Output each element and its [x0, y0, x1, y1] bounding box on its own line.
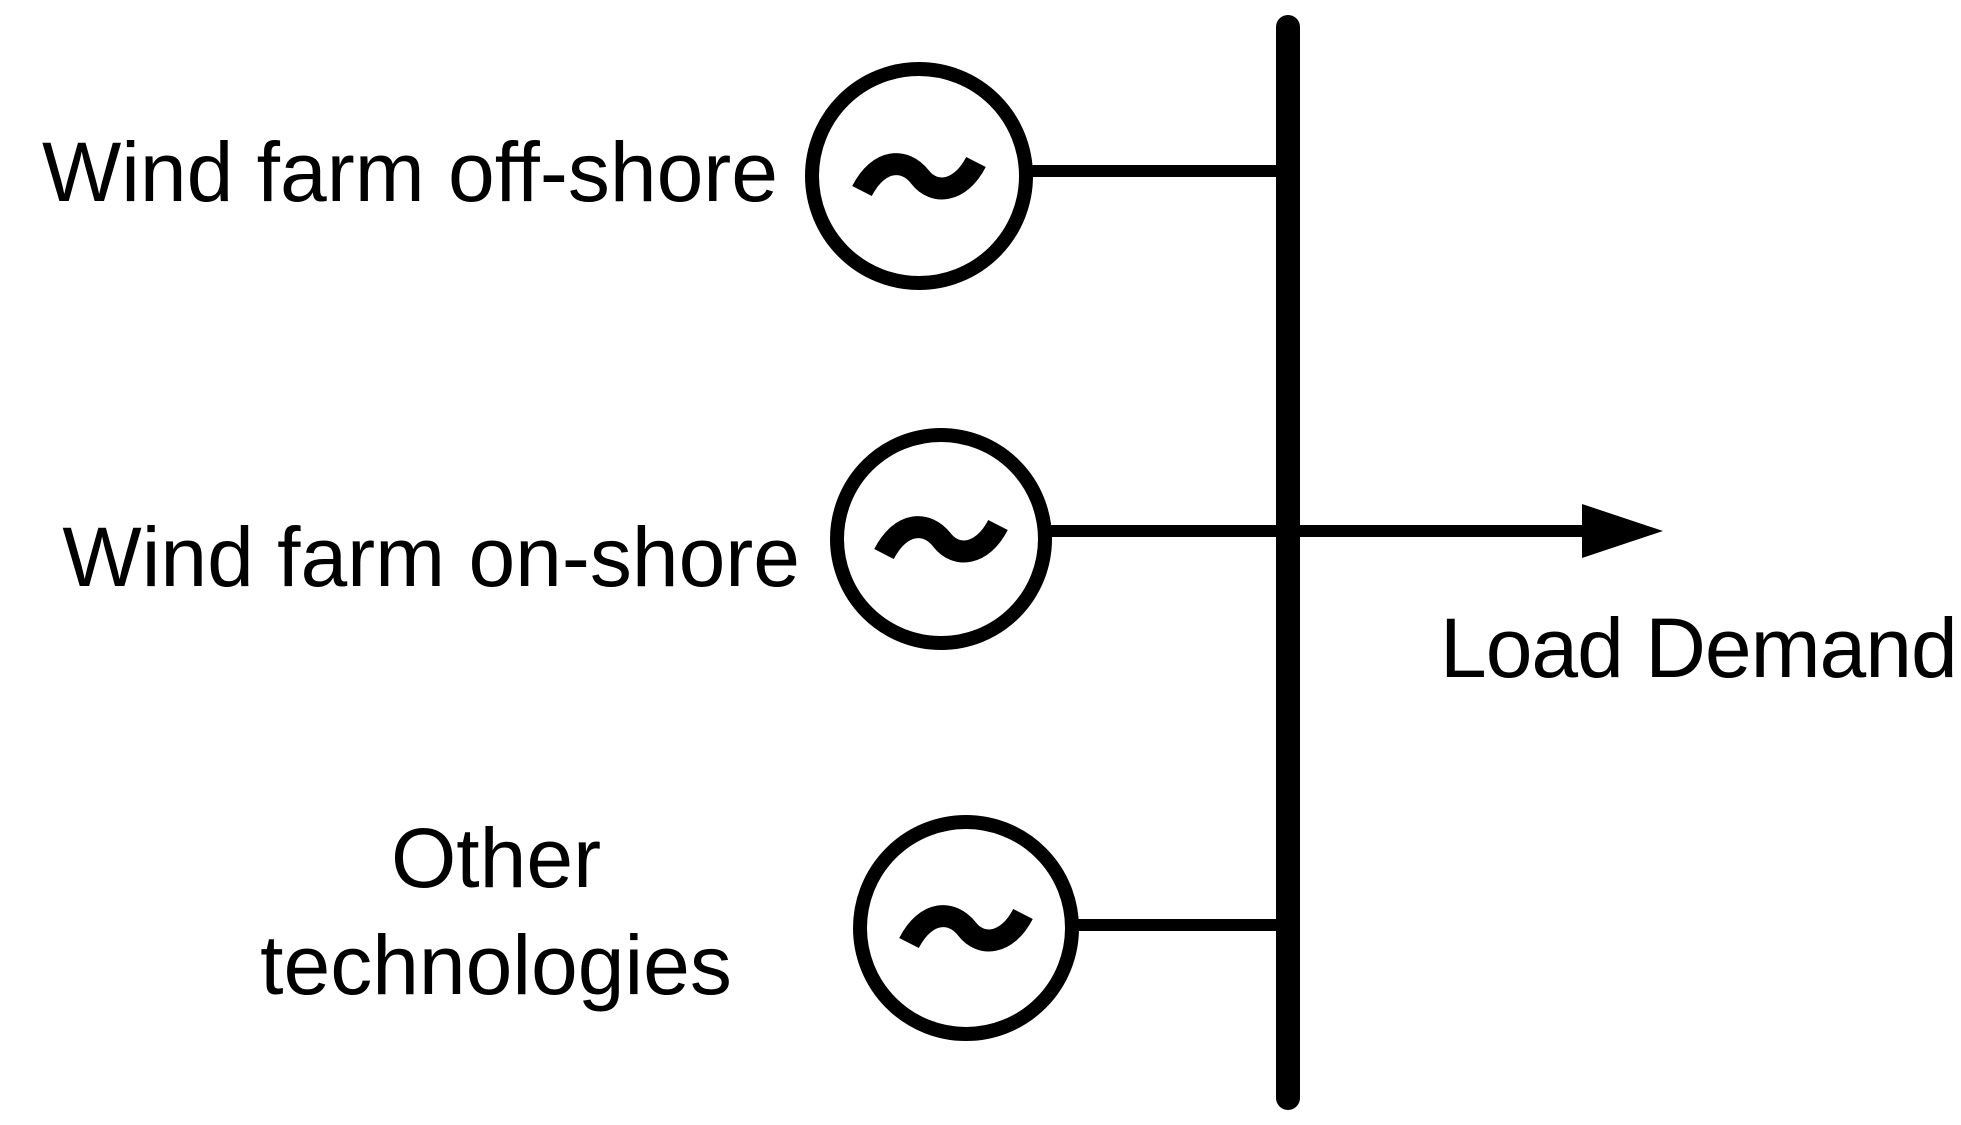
label-load-demand: Load Demand — [1440, 600, 1958, 695]
label-other-line1: Other — [390, 811, 602, 906]
label-wind-farm-offshore: Wind farm off-shore — [41, 124, 778, 219]
ac-generator-icon — [874, 516, 1008, 563]
label-other-line2: technologies — [260, 918, 732, 1012]
label-wind-farm-onshore: Wind farm on-shore — [62, 509, 800, 604]
load-arrow-shaft — [1049, 525, 1582, 537]
label-other-technologies: Other technologies — [216, 800, 776, 1024]
generator-symbol-onshore — [830, 428, 1052, 650]
generator-symbol-offshore — [805, 62, 1033, 290]
load-arrowhead-icon — [1582, 504, 1663, 558]
ac-generator-icon — [852, 153, 986, 200]
ac-generator-icon — [899, 905, 1033, 952]
bus-bar — [1276, 15, 1300, 1110]
generator-symbol-other — [853, 815, 1079, 1041]
connector-wire-offshore — [1031, 165, 1288, 177]
connector-wire-other — [1077, 919, 1288, 931]
label-other-technologies-text: Other technologies — [260, 805, 732, 1018]
